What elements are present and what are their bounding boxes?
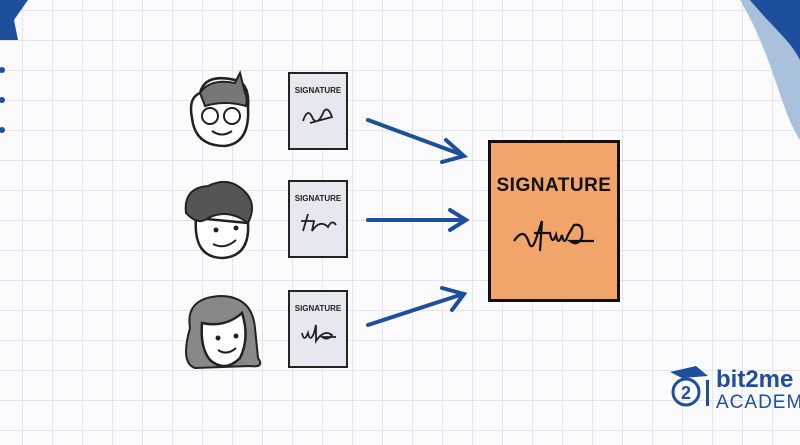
avatar-woman — [185, 294, 262, 370]
signature-document-1: SIGNATURE — [288, 72, 348, 150]
svg-text:2: 2 — [681, 383, 691, 403]
avatar-curly-hair — [184, 180, 253, 260]
graduation-cap-logo-icon: 2 — [670, 366, 709, 407]
arrow-icon — [366, 118, 469, 164]
signature-scribble — [301, 324, 336, 344]
document-label: SIGNATURE — [294, 86, 342, 95]
document-label: SIGNATURE — [294, 194, 342, 203]
arrow-icon — [366, 208, 470, 232]
signature-document-3: SIGNATURE — [288, 290, 348, 368]
corner-decoration-right — [740, 0, 800, 140]
arrow-icon — [366, 286, 468, 327]
signature-scribble — [301, 213, 337, 232]
bit2me-academy-logo: 2 bit2me ACADEMY — [664, 364, 800, 419]
arrows — [366, 118, 470, 327]
signature-document-2: SIGNATURE — [288, 180, 348, 258]
corner-decoration-left — [0, 0, 28, 133]
combined-signature-document: SIGNATURE — [488, 140, 620, 302]
signature-scribble — [302, 108, 334, 124]
combined-document-label: SIGNATURE — [496, 175, 612, 196]
combined-signature-scribble — [513, 220, 594, 252]
avatar-man-glasses — [189, 70, 250, 148]
logo-subtitle: ACADEMY — [716, 392, 800, 413]
logo-name: bit2me — [716, 366, 794, 393]
document-label: SIGNATURE — [294, 304, 342, 313]
